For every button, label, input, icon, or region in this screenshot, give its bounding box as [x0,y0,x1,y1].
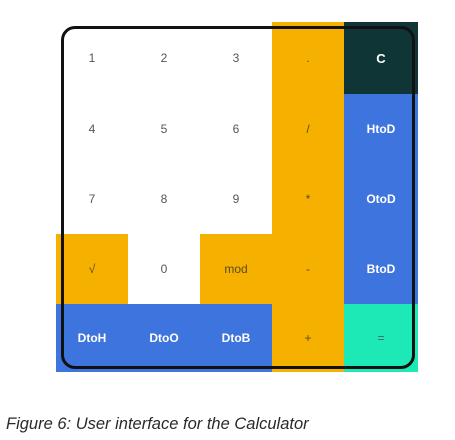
key-1[interactable]: 1 [56,22,128,94]
key-4[interactable]: 4 [56,94,128,164]
calculator-keypad: 1 2 3 . C 4 5 6 / HtoD 7 8 9 * OtoD √ 0 … [56,22,418,372]
key-5[interactable]: 5 [128,94,200,164]
key-8[interactable]: 8 [128,164,200,234]
hex-to-decimal-button[interactable]: HtoD [344,94,418,164]
binary-to-decimal-button[interactable]: BtoD [344,234,418,304]
key-7[interactable]: 7 [56,164,128,234]
multiply-button[interactable]: * [272,164,344,234]
divide-button[interactable]: / [272,94,344,164]
key-9[interactable]: 9 [200,164,272,234]
key-0[interactable]: 0 [128,234,200,304]
decimal-to-octal-button[interactable]: DtoO [128,304,200,372]
square-root-button[interactable]: √ [56,234,128,304]
octal-to-decimal-button[interactable]: OtoD [344,164,418,234]
key-2[interactable]: 2 [128,22,200,94]
key-3[interactable]: 3 [200,22,272,94]
clear-button[interactable]: C [344,22,418,94]
figure-caption: Figure 6: User interface for the Calcula… [6,415,309,433]
decimal-to-hex-button[interactable]: DtoH [56,304,128,372]
subtract-button[interactable]: - [272,234,344,304]
key-decimal-point[interactable]: . [272,22,344,94]
decimal-to-binary-button[interactable]: DtoB [200,304,272,372]
key-6[interactable]: 6 [200,94,272,164]
mod-button[interactable]: mod [200,234,272,304]
equals-button[interactable]: = [344,304,418,372]
add-button[interactable]: + [272,304,344,372]
